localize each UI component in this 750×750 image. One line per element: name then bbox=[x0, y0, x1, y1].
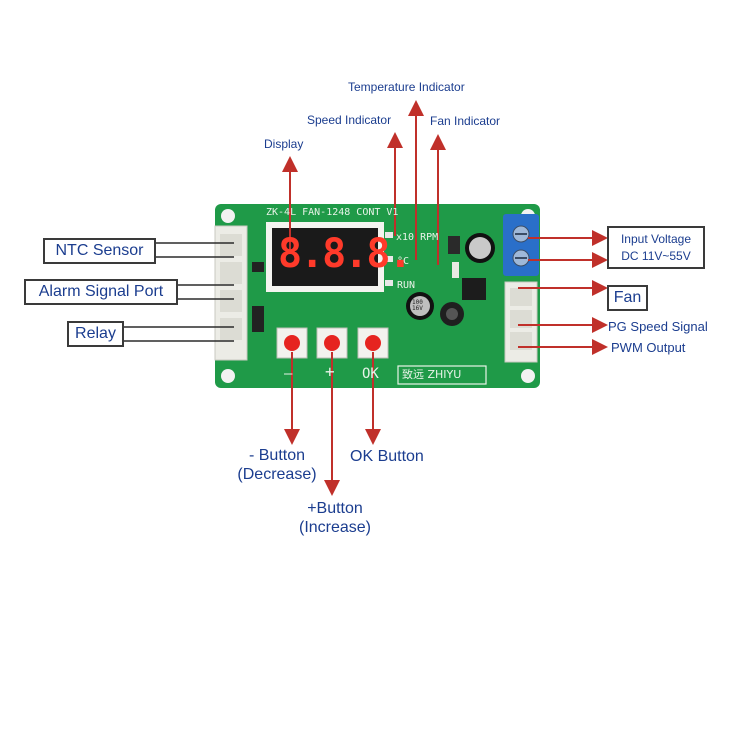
unit-celsius: °C bbox=[397, 256, 410, 267]
plus-button-label-line2: (Increase) bbox=[298, 519, 372, 537]
brand-box bbox=[397, 365, 487, 385]
speed-indicator-label: Speed Indicator bbox=[307, 113, 392, 127]
brand-text: 致远 ZHIYU bbox=[402, 368, 462, 381]
ok-button-silk: OK bbox=[362, 366, 379, 382]
minus-button-label-line1: - Button bbox=[248, 447, 306, 464]
pg-speed-signal-label: PG Speed Signal bbox=[608, 319, 708, 334]
fan-led bbox=[452, 262, 459, 278]
run-label: RUN bbox=[397, 280, 416, 291]
pwm-output-label: PWM Output bbox=[611, 340, 686, 355]
unit-x10-rpm: x10 RPM bbox=[396, 232, 439, 243]
temperature-indicator-label: Temperature Indicator bbox=[348, 80, 465, 94]
display-label: Display bbox=[264, 137, 304, 151]
mount-hole bbox=[221, 209, 235, 223]
display-digits: 8.8.8. bbox=[278, 231, 412, 277]
relay-label: Relay bbox=[67, 321, 124, 347]
smd-part bbox=[448, 236, 460, 254]
mount-hole bbox=[521, 369, 535, 383]
mount-hole bbox=[221, 369, 235, 383]
minus-button-silk: — bbox=[284, 366, 293, 382]
plus-button-label: +Button (Increase) bbox=[285, 499, 385, 537]
ok-button-label: OK Button bbox=[350, 448, 424, 465]
capacitor-text: 100 16V bbox=[412, 299, 423, 312]
fan-indicator-label: Fan Indicator bbox=[430, 114, 501, 128]
ntc-sensor-label: NTC Sensor bbox=[43, 238, 156, 264]
fan-label: Fan bbox=[607, 285, 648, 311]
minus-button-label-line2: (Decrease) bbox=[237, 466, 317, 484]
indicator-led bbox=[385, 256, 393, 262]
input-voltage-line2: DC 11V~55V bbox=[621, 248, 691, 263]
power-terminal bbox=[503, 214, 539, 276]
indicator-led bbox=[385, 280, 393, 286]
ok-button[interactable] bbox=[365, 335, 381, 351]
plus-button-label-line1: +Button bbox=[307, 500, 363, 517]
indicator-led bbox=[385, 232, 393, 238]
minus-button[interactable] bbox=[284, 335, 300, 351]
minus-button-label: - Button (Decrease) bbox=[225, 446, 329, 484]
board-silkscreen: ZK-4L FAN-1248 CONT V1 bbox=[266, 207, 399, 218]
plus-button-silk: + bbox=[325, 362, 335, 381]
ic-chip bbox=[462, 278, 486, 300]
relay-chip bbox=[252, 306, 264, 332]
alarm-signal-port-label: Alarm Signal Port bbox=[24, 279, 178, 305]
input-voltage-line1: Input Voltage bbox=[620, 231, 692, 246]
input-voltage-box: Input Voltage DC 11V~55V bbox=[607, 226, 705, 269]
plus-button[interactable] bbox=[324, 335, 340, 351]
